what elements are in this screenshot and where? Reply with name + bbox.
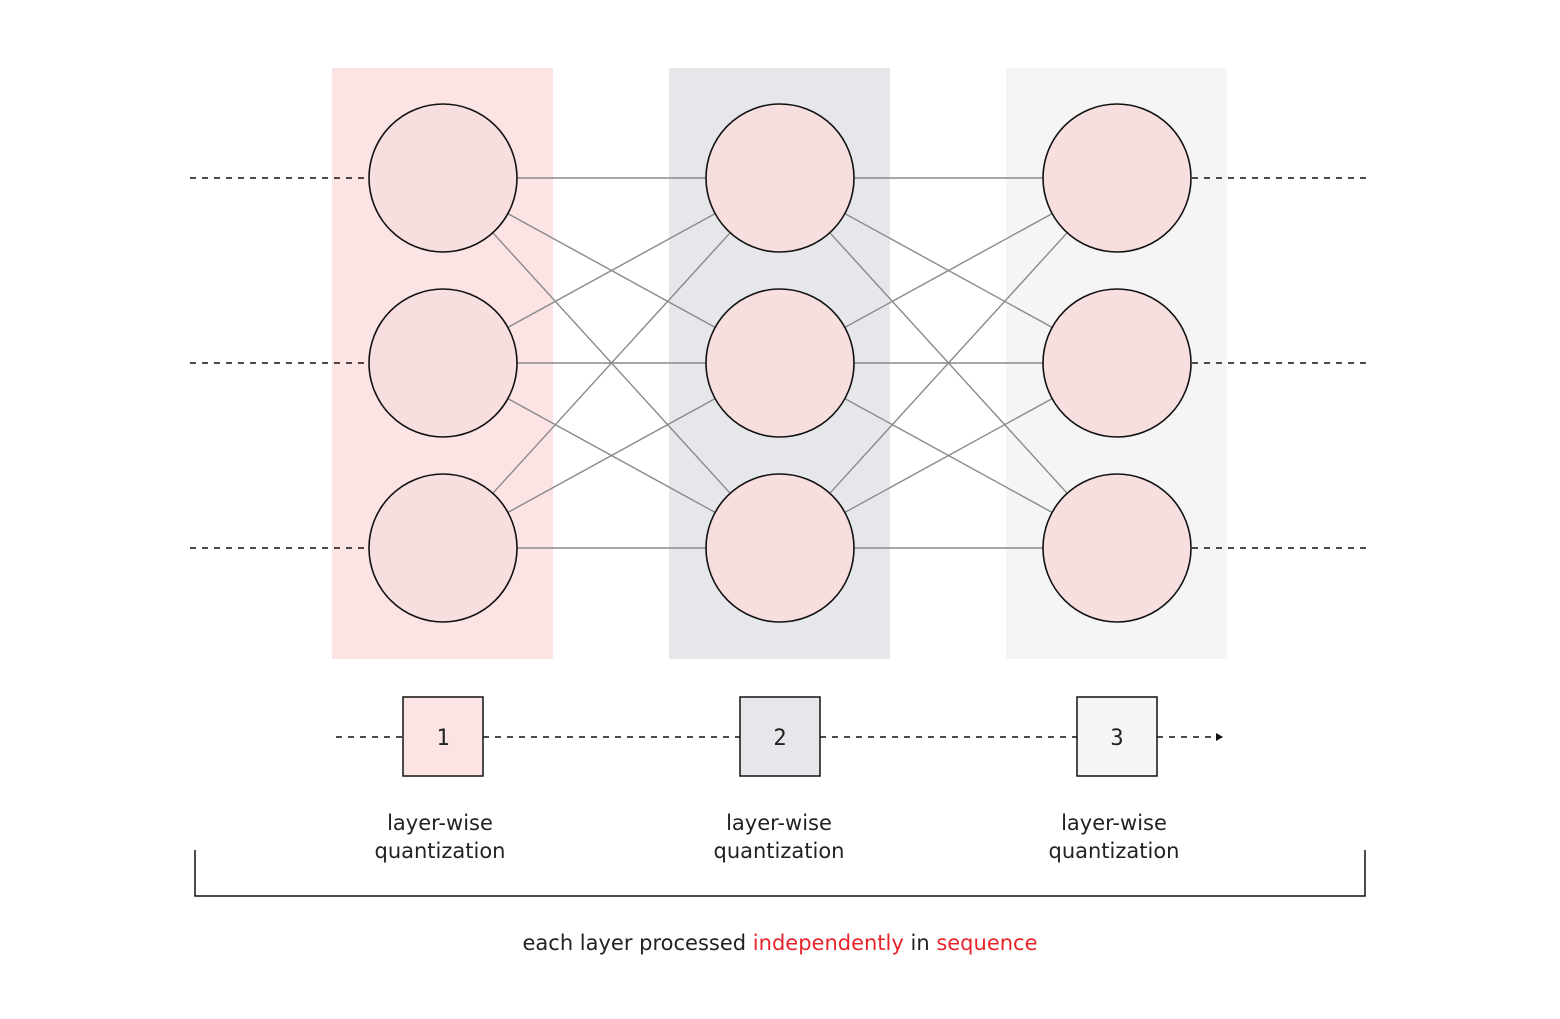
step-2-number: 2 bbox=[773, 726, 786, 751]
neuron-layer2-2 bbox=[705, 288, 855, 438]
connection-l1n2-l2n1 bbox=[507, 212, 716, 329]
connection-l2n3-l3n2 bbox=[844, 397, 1053, 514]
sequence-bracket bbox=[194, 850, 1366, 897]
step-1-box bbox=[402, 696, 484, 777]
neuron-layer3-1 bbox=[1042, 103, 1192, 253]
neuron-layer2-3 bbox=[705, 473, 855, 623]
neurons bbox=[368, 103, 1192, 623]
step-3-box bbox=[1076, 696, 1158, 777]
connection-l2n2-l3n1 bbox=[844, 212, 1053, 329]
neuron-layer3-2 bbox=[1042, 288, 1192, 438]
neuron-layer1-2 bbox=[368, 288, 518, 438]
input-lines bbox=[190, 177, 368, 549]
step-3-number: 3 bbox=[1110, 726, 1123, 751]
step-1: 1 layer-wise quantization bbox=[374, 696, 506, 863]
caption-highlight-sequence: sequence bbox=[936, 931, 1037, 955]
step-2-box bbox=[739, 696, 821, 777]
step-3-label-line2: quantization bbox=[1048, 839, 1179, 863]
neuron-layer3-3 bbox=[1042, 473, 1192, 623]
neuron-layer1-3 bbox=[368, 473, 518, 623]
step-1-label-line1: layer-wise bbox=[387, 811, 493, 835]
caption-highlight-independently: independently bbox=[753, 931, 904, 955]
neuron-layer1-1 bbox=[368, 103, 518, 253]
step-1-label-line2: quantization bbox=[374, 839, 505, 863]
caption: each layer processed independently in se… bbox=[522, 931, 1037, 955]
step-2-label-line2: quantization bbox=[713, 839, 844, 863]
connections bbox=[492, 177, 1068, 549]
output-lines bbox=[1192, 177, 1370, 549]
step-2: 2 layer-wise quantization bbox=[713, 696, 845, 863]
step-3-label-line1: layer-wise bbox=[1061, 811, 1167, 835]
caption-part1: each layer processed bbox=[522, 931, 752, 955]
step-3: 3 layer-wise quantization bbox=[1048, 696, 1180, 863]
connection-l2n3-l3n1 bbox=[829, 232, 1068, 494]
connection-l1n3-l2n1 bbox=[492, 232, 731, 494]
step-2-label-line1: layer-wise bbox=[726, 811, 832, 835]
step-1-number: 1 bbox=[436, 726, 449, 751]
neuron-layer2-1 bbox=[705, 103, 855, 253]
connection-l1n3-l2n2 bbox=[507, 397, 716, 514]
caption-part2: in bbox=[904, 931, 937, 955]
